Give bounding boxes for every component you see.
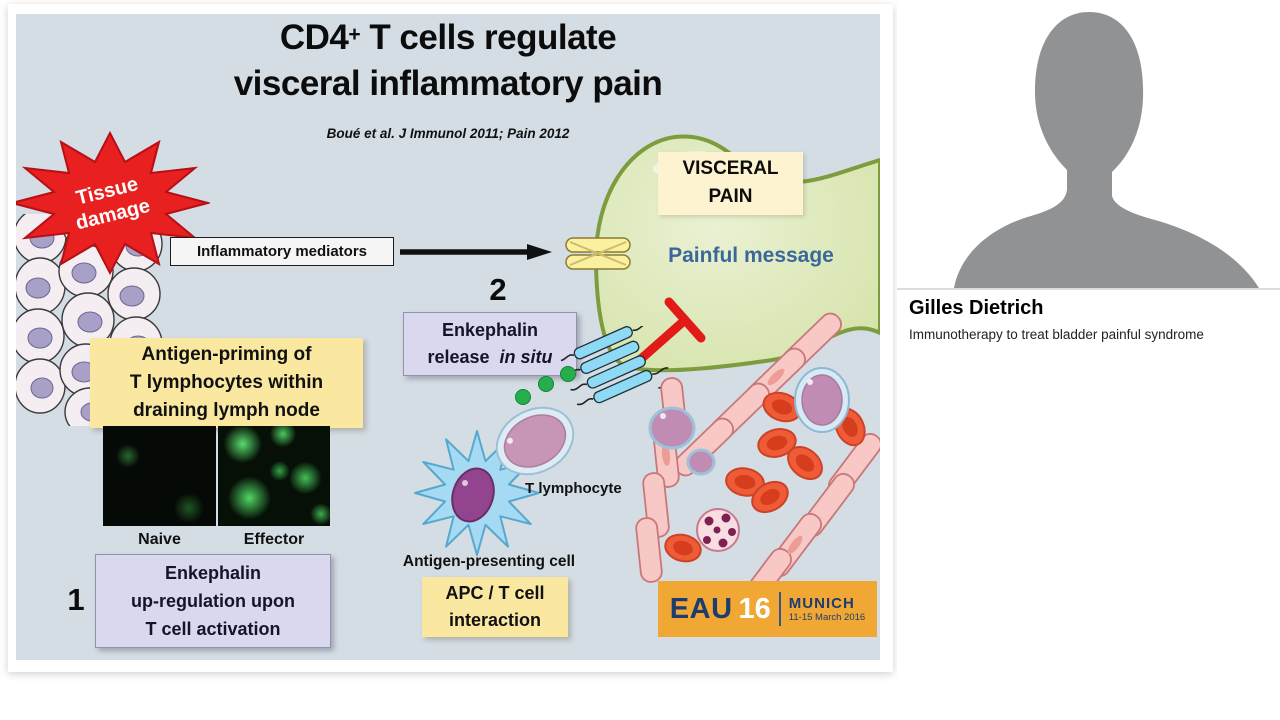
speaker-divider [897, 288, 1280, 290]
slide-title-line1: CD4+ T cells regulate [279, 18, 617, 57]
enkephalin-dots-icon [515, 366, 576, 405]
enkephalin-release-box: Enkephalin release in situ [403, 312, 577, 376]
eau-logo-text: EAU [669, 592, 733, 625]
mediators-arrow-icon [400, 244, 552, 260]
naive-micrograph [103, 426, 216, 526]
step-2-number: 2 [489, 272, 507, 307]
eau-city: MUNICH [788, 594, 855, 612]
membrane-receptor-icon [565, 237, 631, 270]
naive-label: Naive [138, 531, 181, 548]
slide-title-line2: visceral inflammatory pain [233, 64, 663, 103]
step-1-number: 1 [67, 582, 85, 617]
inflammatory-mediators-box: Inflammatory mediators [170, 237, 394, 266]
apc-label: Antigen-presenting cell [402, 553, 576, 570]
speaker-name: Gilles Dietrich [909, 297, 1044, 319]
visceral-pain-box: VISCERAL PAIN [658, 152, 803, 215]
speaker-panel: Gilles Dietrich Immunotherapy to treat b… [897, 0, 1280, 720]
eau-dates: 11-15 March 2016 [788, 611, 866, 623]
slide-canvas: CD4+ T cells regulate visceral inflammat… [16, 14, 880, 660]
apc-tcell-illustration [414, 406, 575, 556]
speaker-avatar-silhouette [954, 12, 1259, 288]
starburst-icon [16, 130, 212, 276]
slide-page: CD4+ T cells regulate visceral inflammat… [8, 4, 893, 672]
painful-message-label: Painful message [668, 244, 834, 267]
enkephalin-upregulation-box: Enkephalin up-regulation upon T cell act… [95, 554, 331, 648]
t-lymphocyte-label: T lymphocyte [525, 480, 622, 497]
speaker-talk-title: Immunotherapy to treat bladder painful s… [909, 327, 1204, 342]
opioid-receptors-icon [561, 326, 675, 406]
antigen-priming-box: Antigen-priming of T lymphocytes within … [90, 338, 363, 428]
superscript-plus: + [348, 23, 361, 46]
apc-interaction-box: APC / T cell interaction [422, 577, 568, 637]
tissue-damage-starburst: Tissue damage [16, 128, 212, 278]
eau-logo-divider [778, 592, 781, 626]
effector-label: Effector [243, 531, 305, 548]
effector-micrograph [218, 426, 330, 526]
citation: Boué et al. J Immunol 2011; Pain 2012 [326, 126, 570, 141]
blood-vessel-illustration [635, 312, 880, 612]
